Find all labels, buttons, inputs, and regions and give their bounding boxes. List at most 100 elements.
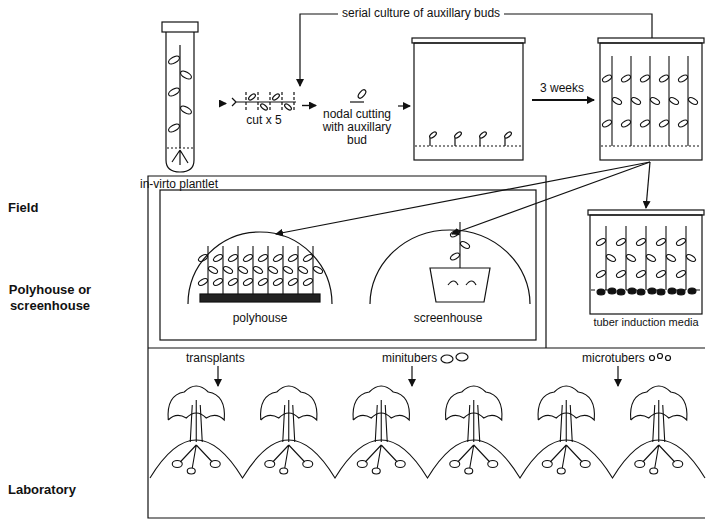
duration-label: 3 weeks: [540, 82, 584, 95]
tuber: [617, 289, 625, 295]
leaf: [668, 96, 679, 105]
root: [550, 445, 582, 468]
root: [458, 445, 490, 468]
output-label: transplants: [186, 352, 245, 365]
leaf: [620, 119, 631, 128]
plant-stem: [468, 400, 480, 442]
tuber: [677, 289, 685, 295]
process-arrow: [222, 103, 226, 104]
tuber: [650, 468, 658, 474]
output-label: minitubers: [382, 352, 437, 365]
tuber: [635, 461, 645, 468]
tuber: [668, 288, 676, 294]
tuber: [187, 468, 195, 474]
soil-ridge: [150, 440, 705, 478]
leaf: [635, 237, 646, 246]
plantlet-stage: in-virto plantlet: [136, 18, 222, 191]
root: [643, 445, 675, 468]
row-label: Field: [8, 200, 38, 216]
stage-label: polyhouse: [182, 312, 338, 325]
tuber: [542, 461, 552, 468]
leaf: [302, 253, 313, 262]
plant-canopy: [261, 386, 317, 420]
tuber-induction-stage: tuber induction media: [586, 204, 706, 328]
leaf: [601, 119, 612, 128]
leaf: [197, 253, 208, 262]
tuber: [450, 461, 460, 468]
output-label: microtubers: [582, 352, 645, 365]
tuber: [210, 461, 220, 468]
leaf: [615, 269, 626, 278]
root: [273, 445, 305, 468]
leaf: [630, 96, 641, 105]
leaf: [252, 265, 263, 274]
leaf: [611, 96, 622, 105]
loop-label: serial culture of auxillary buds: [338, 7, 504, 20]
leaf: [658, 119, 669, 128]
leaf: [207, 265, 218, 274]
tuber: [265, 461, 275, 468]
stage-label: nodal cutting with auxillary bud: [316, 108, 398, 147]
leaf: [601, 74, 612, 83]
plant-canopy: [538, 386, 594, 420]
leaf: [297, 265, 308, 274]
tuber: [608, 288, 616, 294]
row-label: Polyhouse or screenhouse: [6, 282, 94, 314]
leaf: [655, 269, 666, 278]
leaf: [227, 253, 238, 262]
leaf: [675, 269, 686, 278]
leaf: [677, 119, 688, 128]
leaf: [635, 269, 646, 278]
leaf: [459, 240, 470, 249]
tuber: [673, 461, 683, 468]
plant-canopy: [446, 386, 502, 420]
leaf: [595, 269, 606, 278]
leaf: [687, 96, 698, 105]
leaf: [639, 119, 650, 128]
cutting-stage: cut x 5: [226, 80, 302, 127]
tuber: [628, 288, 636, 294]
leaf: [655, 237, 666, 246]
leaf: [257, 277, 268, 286]
leaf: [212, 253, 223, 262]
stage-label: cut x 5: [226, 114, 302, 127]
nodal-cutting-stage: nodal cutting with auxillary bud: [316, 84, 398, 147]
leaf: [658, 74, 669, 83]
leaf: [449, 252, 460, 261]
leaf: [257, 253, 268, 262]
tuber: [597, 289, 605, 295]
leaf: [267, 265, 278, 274]
leaf: [605, 253, 616, 262]
process-arrow: [302, 105, 316, 106]
leaf: [645, 253, 656, 262]
leaf: [272, 253, 283, 262]
stage-label: in-virto plantlet: [136, 178, 222, 191]
leaf: [675, 237, 686, 246]
leaf: [677, 74, 688, 83]
root: [365, 445, 397, 468]
leaf: [595, 237, 606, 246]
leaf: [449, 229, 460, 238]
plant-canopy: [631, 386, 687, 420]
tuber: [688, 288, 696, 294]
tuber: [488, 461, 498, 468]
tuber: [637, 289, 645, 295]
leaf: [615, 237, 626, 246]
leaf: [212, 277, 223, 286]
plant-canopy: [168, 386, 224, 420]
tuber: [465, 468, 473, 474]
tuber: [372, 468, 380, 474]
tuber: [648, 288, 656, 294]
leaf: [242, 277, 253, 286]
leaf: [197, 277, 208, 286]
leaf: [665, 253, 676, 262]
tuber: [303, 461, 313, 468]
leaf: [222, 265, 233, 274]
leaf: [242, 253, 253, 262]
tuber: [280, 468, 288, 474]
leaf: [287, 253, 298, 262]
stage-label: screenhouse: [364, 312, 532, 325]
leaf: [272, 277, 283, 286]
leaf: [302, 277, 313, 286]
